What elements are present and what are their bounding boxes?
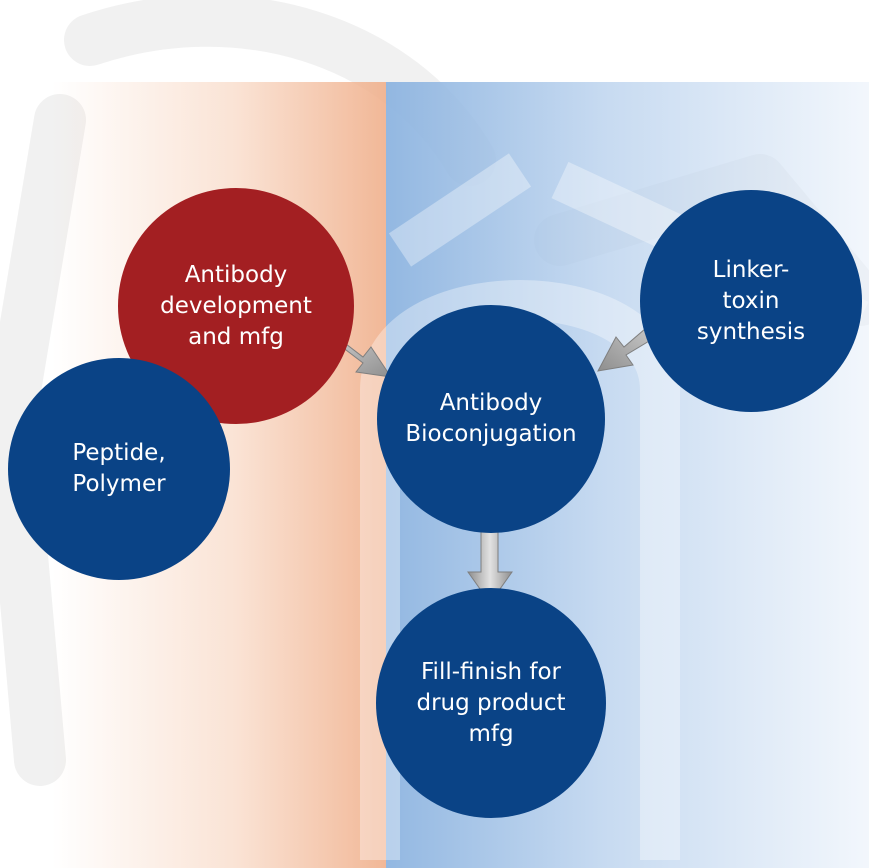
node-peptide-polymer: Peptide, Polymer [8, 358, 230, 580]
node-antibody-bioconjugation: Antibody Bioconjugation [377, 305, 605, 533]
node-fill-finish: Fill-finish for drug product mfg [376, 588, 606, 818]
node-linker-toxin-synthesis: Linker- toxin synthesis [640, 190, 862, 412]
